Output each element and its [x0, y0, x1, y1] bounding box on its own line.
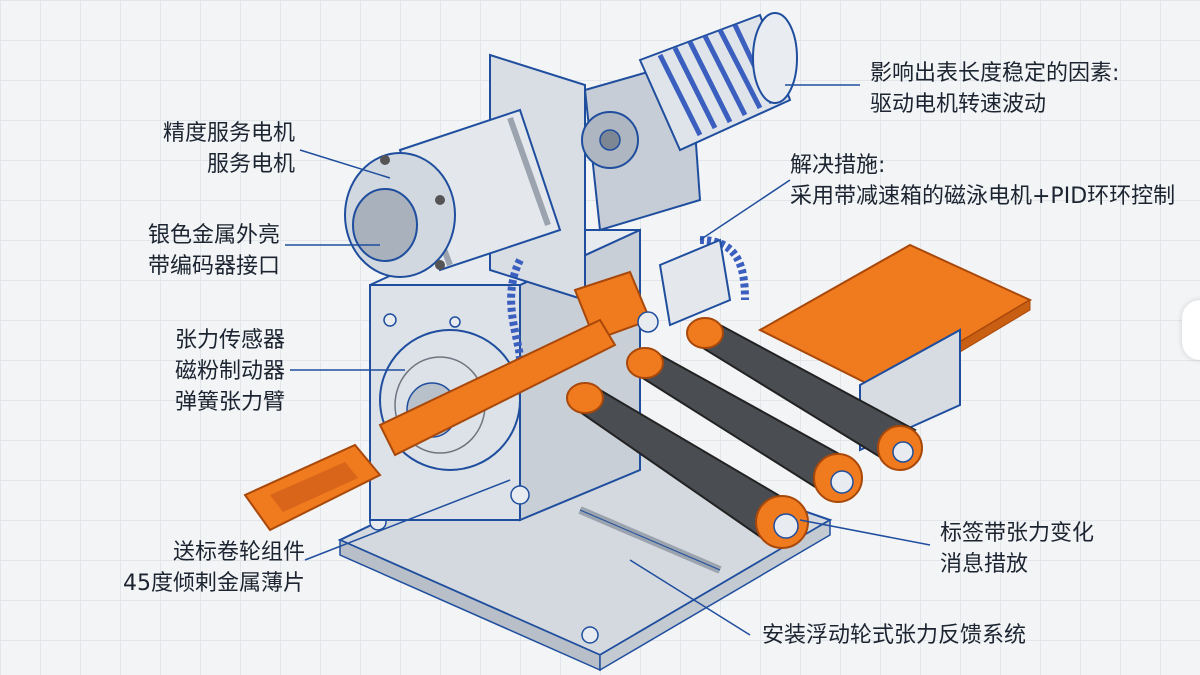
label-tension-line3: 弹簧张力臂 — [174, 390, 285, 415]
label-servo: 精度服务电机 服务电机 — [135, 118, 295, 180]
servo-bolt — [435, 260, 445, 270]
label-feed-line2: 45度倾剌金属薄片 — [123, 571, 305, 596]
label-solution: 解决措施: 采用带减速箱的磁泳电机+PID环环控制 — [790, 150, 1175, 212]
label-housing-line1: 银色金属外亮 — [147, 223, 280, 248]
edge-tab — [1182, 300, 1200, 360]
cable — [507, 258, 524, 361]
label-factor-line1: 影响出表长度稳定的因素: — [870, 61, 1120, 86]
label-servo-line2: 服务电机 — [206, 152, 295, 177]
frame-bolt — [510, 485, 530, 505]
label-feed-line1: 送标卷轮组件 — [172, 540, 305, 565]
label-factor: 影响出表长度稳定的因素: 驱动电机转速波动 — [870, 58, 1119, 120]
label-feedback: 安装浮动轮式张力反馈系统 — [762, 620, 1026, 651]
label-tension-line1: 张力传感器 — [174, 328, 285, 353]
label-housing-line2: 带编码器接口 — [147, 254, 280, 279]
label-tension: 张力传感器 磁粉制动器 弹簧张力臂 — [140, 325, 285, 418]
gearbox-shaft — [599, 129, 621, 151]
label-solution-line2: 采用带减速箱的磁泳电机+PID环环控制 — [790, 184, 1176, 209]
label-factor-line2: 驱动电机转速波动 — [870, 92, 1047, 117]
label-housing: 银色金属外亮 带编码器接口 — [115, 220, 280, 282]
label-change: 标签带张力变化 消息措放 — [940, 518, 1094, 580]
label-feedback-line1: 安装浮动轮式张力反馈系统 — [762, 623, 1027, 648]
servo-bolt — [435, 195, 445, 205]
leader-solution — [699, 179, 791, 241]
base-plate-side — [599, 518, 831, 672]
leader-feed — [304, 479, 511, 561]
label-servo-line1: 精度服务电机 — [162, 121, 295, 146]
sensor-bolt — [637, 311, 659, 333]
label-change-line2: 消息措放 — [940, 552, 1029, 577]
servo-encoder-cap — [352, 188, 418, 262]
label-solution-line1: 解决措施: — [790, 153, 886, 178]
frame-bolt — [449, 316, 461, 328]
feed-shaft — [378, 318, 617, 457]
right-support — [658, 238, 732, 327]
leader-servo — [299, 149, 391, 179]
label-tension-line2: 磁粉制动器 — [174, 359, 285, 384]
servo-bolt — [380, 155, 390, 165]
label-change-line1: 标签带张力变化 — [940, 521, 1095, 546]
base-bolt — [581, 626, 599, 644]
drive-motor-endcap — [752, 12, 798, 104]
cable — [699, 236, 749, 301]
frame-bolt — [383, 313, 397, 327]
leader-feedback — [629, 559, 751, 636]
leader-change — [799, 519, 931, 546]
label-feed: 送标卷轮组件 45度倾剌金属薄片 — [60, 537, 305, 599]
